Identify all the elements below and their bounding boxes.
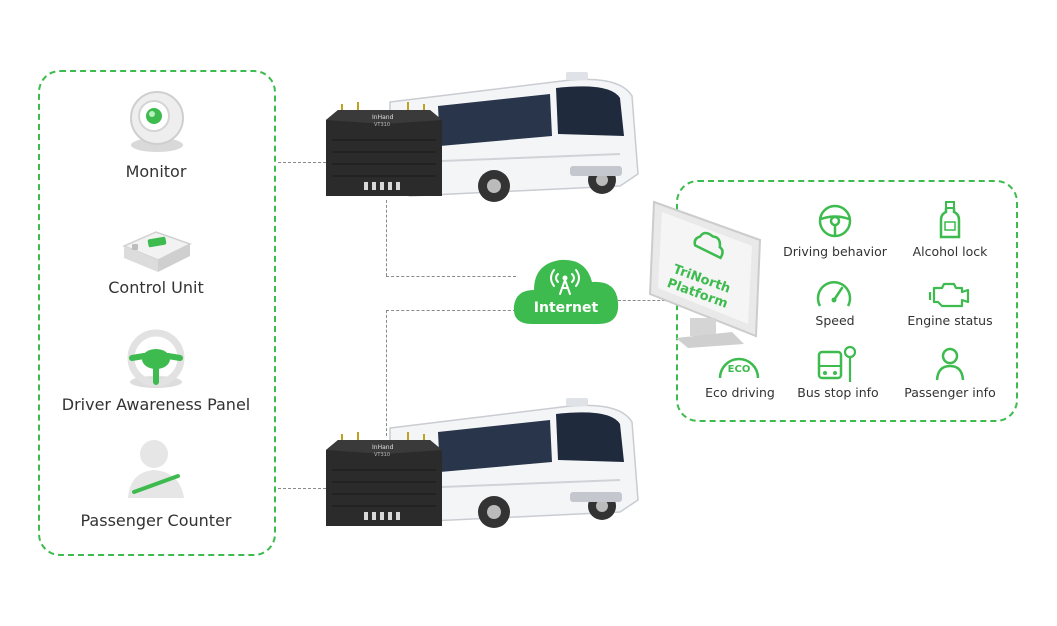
feature-label-engine-status: Engine status	[907, 313, 993, 328]
connector-to-cloud-top	[386, 276, 516, 277]
person-icon	[128, 440, 184, 498]
connector-router-bottom-up	[386, 310, 387, 436]
bus-stop-icon	[817, 345, 857, 382]
connector-to-cloud-bottom	[386, 310, 516, 311]
eco-badge: ECO	[727, 364, 751, 375]
device-label-monitor: Monitor	[125, 162, 187, 181]
router-model-bottom: VT310	[374, 452, 391, 458]
bus-bottom	[389, 398, 639, 528]
eco-gauge-icon	[718, 357, 760, 379]
connector-cloud-platform	[618, 300, 670, 301]
feature-label-passenger-info: Passenger info	[904, 385, 996, 400]
speedometer-icon	[816, 281, 852, 307]
router-brand-top: InHand	[372, 114, 394, 121]
router-model-top: VT310	[374, 122, 391, 128]
device-label-passenger-counter: Passenger Counter	[80, 511, 232, 530]
engine-icon	[928, 282, 970, 308]
steering-wheel-icon	[127, 329, 185, 388]
internet-cloud	[513, 259, 619, 324]
passenger-icon	[935, 347, 965, 381]
router-brand-bottom: InHand	[372, 444, 394, 451]
platform-monitor	[648, 200, 762, 348]
antenna-icon	[550, 269, 580, 295]
control-unit-icon	[122, 231, 192, 272]
camera-icon	[130, 91, 184, 152]
feature-label-bus-stop-info: Bus stop info	[797, 385, 879, 400]
feature-label-speed: Speed	[815, 313, 855, 328]
cloud-label: Internet	[533, 300, 599, 316]
devices-panel	[38, 70, 276, 556]
feature-label-driving-behavior: Driving behavior	[783, 244, 887, 259]
bottle-icon	[939, 201, 961, 239]
connector-top-bus	[278, 162, 326, 163]
bus-top	[389, 72, 639, 202]
steering-icon	[818, 204, 852, 238]
feature-label-eco-driving: Eco driving	[705, 385, 775, 400]
connector-router-top-down	[386, 200, 387, 276]
router-bottom	[326, 432, 442, 526]
router-top	[326, 102, 442, 196]
device-label-control-unit: Control Unit	[108, 278, 204, 297]
device-label-driver-awareness-panel: Driver Awareness Panel	[61, 395, 251, 414]
connector-bottom-bus	[278, 488, 326, 489]
feature-label-alcohol-lock: Alcohol lock	[912, 244, 988, 259]
